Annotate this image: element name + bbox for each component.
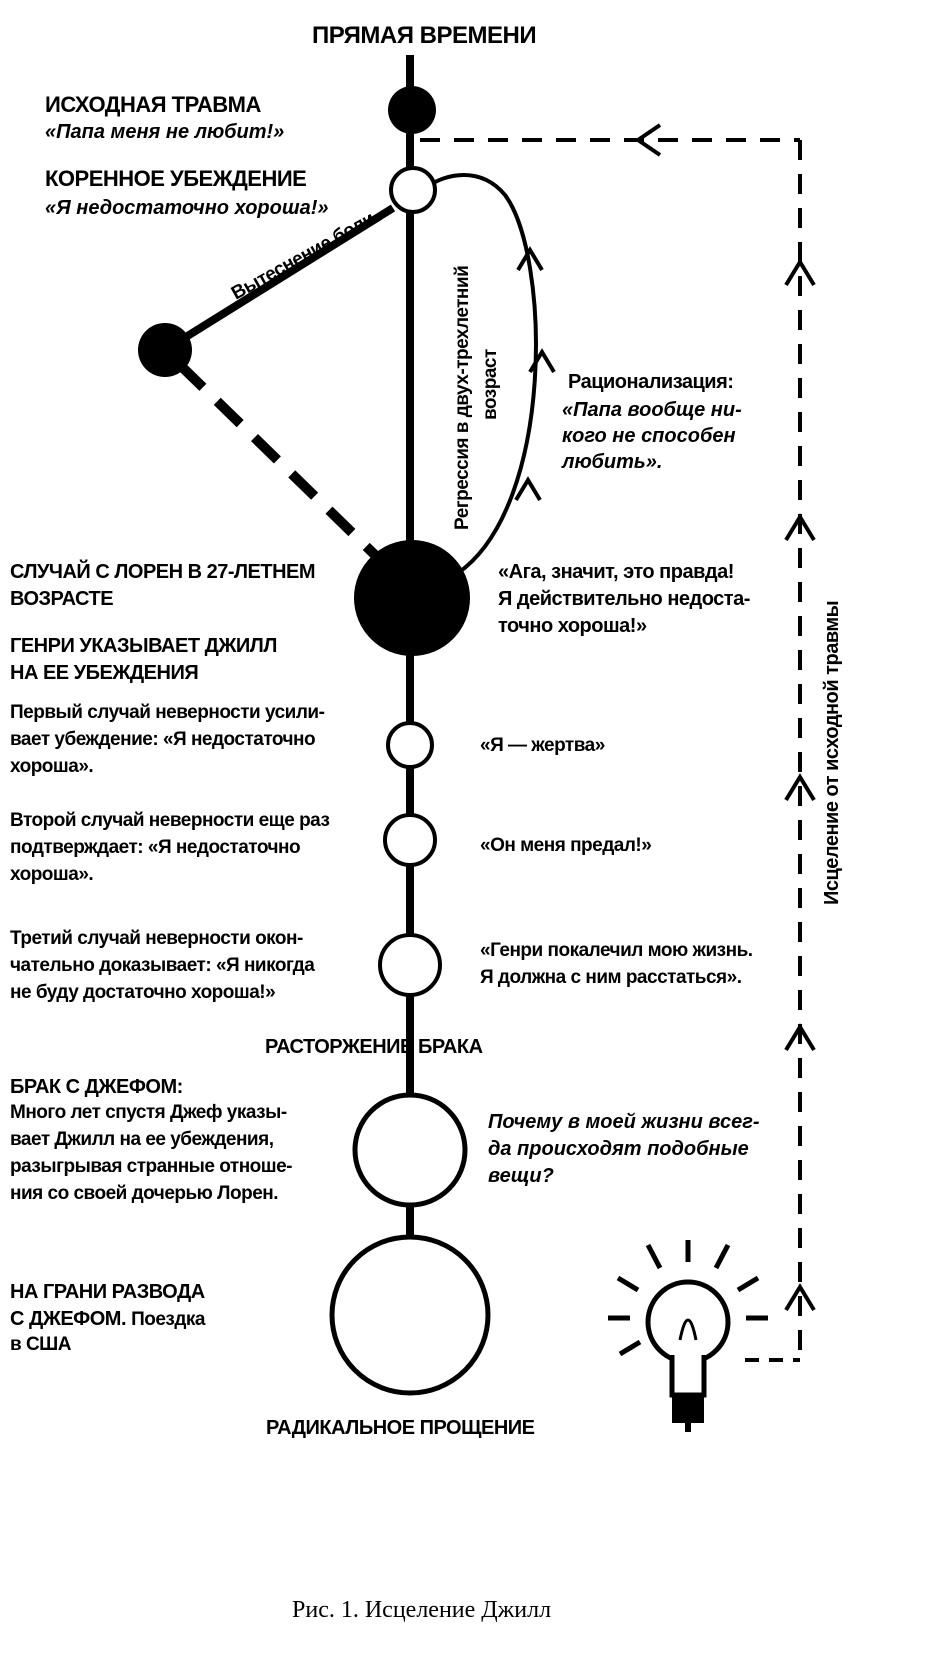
infidelity-2-text-2: подтверждает: «Я недостаточно <box>10 837 301 858</box>
node-infidelity-2 <box>383 813 437 867</box>
arc-arrow-2 <box>528 348 556 374</box>
suppression-dashed-line <box>176 361 379 559</box>
arc-arrow-3 <box>516 246 544 272</box>
node-infidelity-3 <box>378 933 442 997</box>
healing-arrow-up-1 <box>784 258 816 287</box>
healing-arrow-up-2 <box>784 513 816 542</box>
jeff-text-2: вает Джилл на ее убеждения, <box>10 1129 274 1150</box>
healing-arrow-up-3 <box>784 773 816 802</box>
rationalization-quote-3: любить». <box>562 451 663 473</box>
infidelity-1-text-1: Первый случай неверности усили- <box>10 702 325 723</box>
healing-arrow-left <box>634 123 662 157</box>
jeff-text-3: разыгрывая странные отноше- <box>10 1156 293 1177</box>
loren-quote-1: «Ага, значит, это правда! <box>498 561 734 583</box>
rationalization-label: Рационализация: <box>568 371 734 393</box>
infidelity-1-text-3: хороша». <box>10 756 94 777</box>
loren-incident-label-2: ВОЗРАСТЕ <box>10 588 114 610</box>
node-infidelity-1 <box>386 721 434 769</box>
infidelity-3-quote-1: «Генри покалечил мою жизнь. <box>480 940 753 961</box>
henry-label-1: ГЕНРИ УКАЗЫВАЕТ ДЖИЛЛ <box>10 635 277 657</box>
root-belief-quote: «Я недостаточно хороша!» <box>45 197 329 219</box>
brink-divorce-label-2: С ДЖЕФОМ. Поездка <box>10 1307 205 1332</box>
initial-trauma-label: ИСХОДНАЯ ТРАВМА <box>45 92 261 117</box>
jeff-text-4: ния со своей дочерью Лорен. <box>10 1183 279 1204</box>
infidelity-1-quote: «Я — жертва» <box>480 735 605 756</box>
figure-caption: Рис. 1. Исцеление Джилл <box>292 1597 552 1623</box>
divorce-label: РАСТОРЖЕНИЕ БРАКА <box>265 1036 483 1058</box>
rationalization-quote-1: «Папа вообще ни- <box>562 399 742 421</box>
henry-label-2: НА ЕЕ УБЕЖДЕНИЯ <box>10 662 199 684</box>
jeff-text-1: Много лет спустя Джеф указы- <box>10 1102 287 1123</box>
healing-arrow-up-4 <box>784 1023 816 1052</box>
suppression-line <box>162 204 396 354</box>
loren-incident-label-1: СЛУЧАЙ С ЛОРЕН В 27-ЛЕТНЕМ <box>10 561 316 583</box>
radical-forgiveness-label: РАДИКАЛЬНОЕ ПРОЩЕНИЕ <box>266 1417 535 1439</box>
arc-arrow-1 <box>514 476 542 502</box>
infidelity-2-text-1: Второй случай неверности еще раз <box>10 810 330 831</box>
brink-divorce-label-3: в США <box>10 1334 72 1355</box>
regression-label-2: возраст <box>480 349 501 420</box>
jeff-quote-2: да происходят подобные <box>488 1138 749 1160</box>
infidelity-2-quote: «Он меня предал!» <box>480 835 652 856</box>
lightbulb-icon <box>608 1240 768 1432</box>
node-initial-trauma <box>388 86 436 134</box>
regression-label-1: Регрессия в двух-трехлетний <box>452 265 473 530</box>
node-loren-incident <box>354 540 470 656</box>
infidelity-2-text-3: хороша». <box>10 864 94 885</box>
infidelity-1-text-2: вает убеждение: «Я недостаточно <box>10 729 316 750</box>
infidelity-3-quote-2: Я должна с ним расстаться». <box>480 967 742 988</box>
healing-label: Исцеление от исходной травмы <box>821 600 843 905</box>
regression-arc <box>428 173 538 575</box>
diagram-title: ПРЯМАЯ ВРЕМЕНИ <box>312 22 537 49</box>
healing-arrow-up-5 <box>784 1283 816 1312</box>
jeff-quote-3: вещи? <box>488 1165 554 1187</box>
brink-divorce-label-1: НА ГРАНИ РАЗВОДА <box>10 1281 205 1303</box>
node-brink-divorce <box>329 1234 491 1396</box>
jeff-marriage-label: БРАК С ДЖЕФОМ: <box>10 1076 183 1098</box>
node-root-belief <box>389 166 437 214</box>
loren-quote-2: Я действительно недоста- <box>498 588 750 610</box>
infidelity-3-text-3: не буду достаточно хороша!» <box>10 982 276 1003</box>
root-belief-label: КОРЕННОЕ УБЕЖДЕНИЕ <box>45 166 307 191</box>
initial-trauma-quote: «Папа меня не любит!» <box>45 121 285 143</box>
rationalization-quote-2: кого не способен <box>562 425 736 447</box>
brink-divorce-label-2b: Поездка <box>131 1309 205 1330</box>
brink-divorce-label-2a: С ДЖЕФОМ. <box>10 1308 127 1330</box>
loren-quote-3: точно хороша!» <box>498 615 647 637</box>
jeff-quote-1: Почему в моей жизни всег- <box>488 1111 760 1133</box>
node-suppression <box>138 323 192 377</box>
node-jeff-marriage <box>352 1092 468 1208</box>
infidelity-3-text-2: чательно доказывает: «Я никогда <box>10 955 315 976</box>
infidelity-3-text-1: Третий случай неверности окон- <box>10 928 303 949</box>
